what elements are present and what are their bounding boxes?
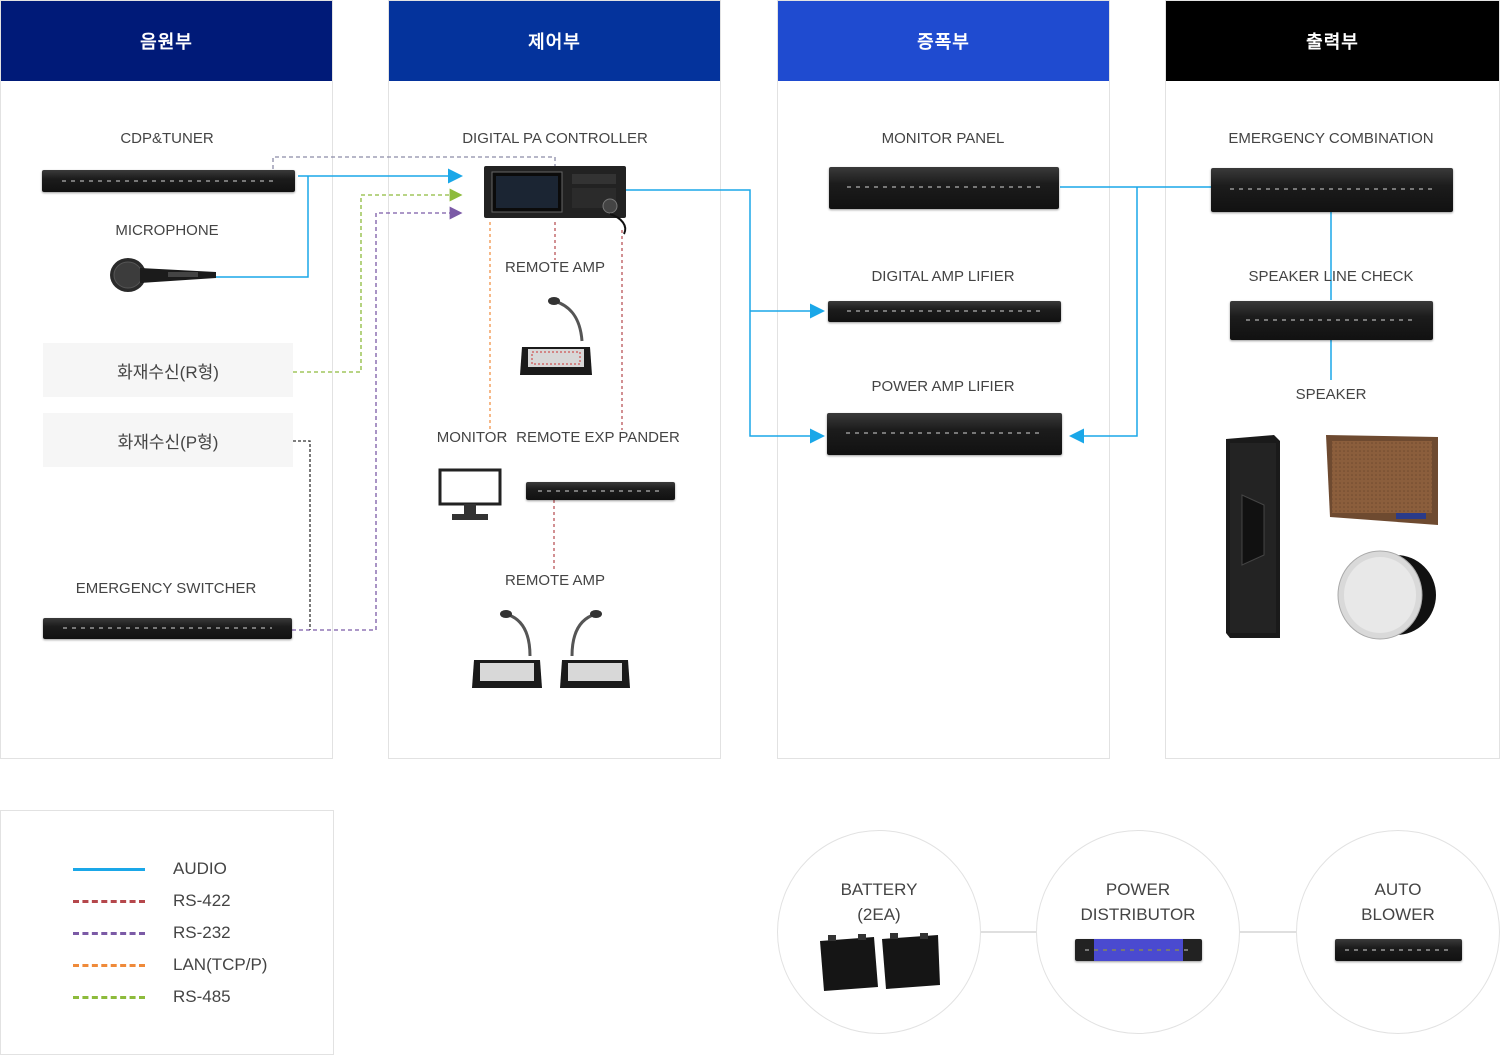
legend-line-lan bbox=[73, 964, 145, 967]
auto-blower-label: AUTO BLOWER bbox=[1297, 877, 1499, 927]
power-distributor-label-line1: POWER bbox=[1105, 880, 1171, 899]
power-amp-device bbox=[827, 413, 1062, 455]
power-distributor-device bbox=[1075, 939, 1202, 961]
column-header-output: 출력부 bbox=[1166, 1, 1499, 81]
wire-audio-ctrl-amps bbox=[626, 189, 825, 444]
legend: AUDIO RS-422 RS-232 LAN(TCP/P) RS-485 bbox=[0, 810, 334, 1055]
label-microphone: MICROPHONE bbox=[115, 222, 219, 239]
monitor-icon bbox=[438, 468, 502, 520]
label-digital-amp: DIGITAL AMP LIFIER bbox=[871, 268, 1015, 285]
remote-amp-2b-icon bbox=[560, 610, 630, 688]
wire-audio-mic bbox=[216, 176, 309, 278]
battery-label-line1: BATTERY bbox=[840, 880, 918, 899]
remote-amp-1-icon bbox=[520, 297, 592, 375]
column-speaker-icon bbox=[1226, 435, 1280, 638]
label-fire-p: 화재수신(P형) bbox=[117, 432, 219, 452]
speaker-line-check-device bbox=[1230, 301, 1433, 340]
label-monitor: MONITOR bbox=[436, 429, 508, 446]
legend-label-rs232: RS-232 bbox=[173, 923, 231, 942]
column-header-control: 제어부 bbox=[389, 1, 720, 81]
legend-label-rs422: RS-422 bbox=[173, 891, 231, 910]
legend-line-rs422 bbox=[73, 900, 145, 903]
wire-audio-combo-poweramp bbox=[1069, 187, 1138, 444]
label-fire-r: 화재수신(R형) bbox=[117, 362, 219, 382]
wire-rs232-switcher bbox=[292, 206, 463, 631]
legend-item-lan: LAN(TCP/P) bbox=[73, 955, 323, 975]
ceiling-speaker-icon bbox=[1337, 550, 1436, 640]
legend-line-audio bbox=[73, 868, 145, 871]
wire-rs232-cdp bbox=[272, 156, 556, 176]
emergency-switcher-device bbox=[43, 618, 292, 639]
auto-blower-device bbox=[1335, 939, 1462, 961]
emergency-combination-device bbox=[1211, 168, 1453, 212]
fire-receiver-p-box: 화재수신(P형) bbox=[43, 413, 293, 467]
power-distributor-circle: POWER DISTRIBUTOR bbox=[1036, 830, 1240, 1034]
legend-item-rs485: RS-485 bbox=[73, 987, 323, 1007]
remote-amp-2a-icon bbox=[472, 610, 542, 688]
monitor-panel-device bbox=[829, 167, 1059, 209]
microphone-icon bbox=[110, 258, 216, 292]
label-monitor-panel: MONITOR PANEL bbox=[881, 130, 1005, 147]
auto-blower-circle: AUTO BLOWER bbox=[1296, 830, 1500, 1034]
label-emergency-switcher: EMERGENCY SWITCHER bbox=[75, 580, 257, 597]
label-cdp-tuner: CDP&TUNER bbox=[120, 130, 214, 147]
pa-controller-device bbox=[484, 166, 627, 235]
label-emergency-combination: EMERGENCY COMBINATION bbox=[1228, 130, 1434, 147]
auto-blower-label-line2: BLOWER bbox=[1361, 905, 1435, 924]
legend-label-audio: AUDIO bbox=[173, 859, 227, 878]
column-output: 출력부 bbox=[1165, 0, 1500, 759]
label-remote-amp-2: REMOTE AMP bbox=[504, 572, 606, 589]
column-amplifier: 증폭부 bbox=[777, 0, 1110, 759]
battery-circle: BATTERY (2EA) bbox=[777, 830, 981, 1034]
wire-fire-p bbox=[293, 440, 311, 630]
digital-amp-device bbox=[828, 301, 1061, 322]
remote-exp-device bbox=[526, 482, 675, 500]
fire-receiver-r-box: 화재수신(R형) bbox=[43, 343, 293, 397]
legend-item-rs422: RS-422 bbox=[73, 891, 323, 911]
label-speaker-line-check: SPEAKER LINE CHECK bbox=[1248, 268, 1414, 285]
label-controller: DIGITAL PA CONTROLLER bbox=[462, 130, 648, 147]
label-power-amp: POWER AMP LIFIER bbox=[871, 378, 1015, 395]
auto-blower-label-line1: AUTO bbox=[1374, 880, 1422, 899]
cdp-tuner-device bbox=[42, 170, 295, 192]
column-control: 제어부 bbox=[388, 0, 721, 759]
legend-item-rs232: RS-232 bbox=[73, 923, 323, 943]
label-speaker: SPEAKER bbox=[1295, 386, 1367, 403]
battery-icon bbox=[820, 933, 940, 991]
column-header-amplifier: 증폭부 bbox=[778, 1, 1109, 81]
column-header-source: 음원부 bbox=[1, 1, 332, 81]
power-distributor-label-line2: DISTRIBUTOR bbox=[1080, 905, 1196, 924]
legend-label-rs485: RS-485 bbox=[173, 987, 231, 1006]
wall-speaker-icon bbox=[1326, 435, 1438, 525]
battery-label: BATTERY (2EA) bbox=[778, 877, 980, 927]
label-remote-exp: REMOTE EXP PANDER bbox=[516, 429, 680, 446]
label-remote-amp-1: REMOTE AMP bbox=[504, 259, 606, 276]
power-distributor-label: POWER DISTRIBUTOR bbox=[1037, 877, 1239, 927]
battery-label-line2: (2EA) bbox=[857, 905, 901, 924]
legend-item-audio: AUDIO bbox=[73, 859, 323, 879]
legend-line-rs485 bbox=[73, 996, 145, 999]
legend-label-lan: LAN(TCP/P) bbox=[173, 955, 268, 974]
legend-line-rs232 bbox=[73, 932, 145, 935]
wire-rs485-fire-r bbox=[293, 188, 463, 373]
